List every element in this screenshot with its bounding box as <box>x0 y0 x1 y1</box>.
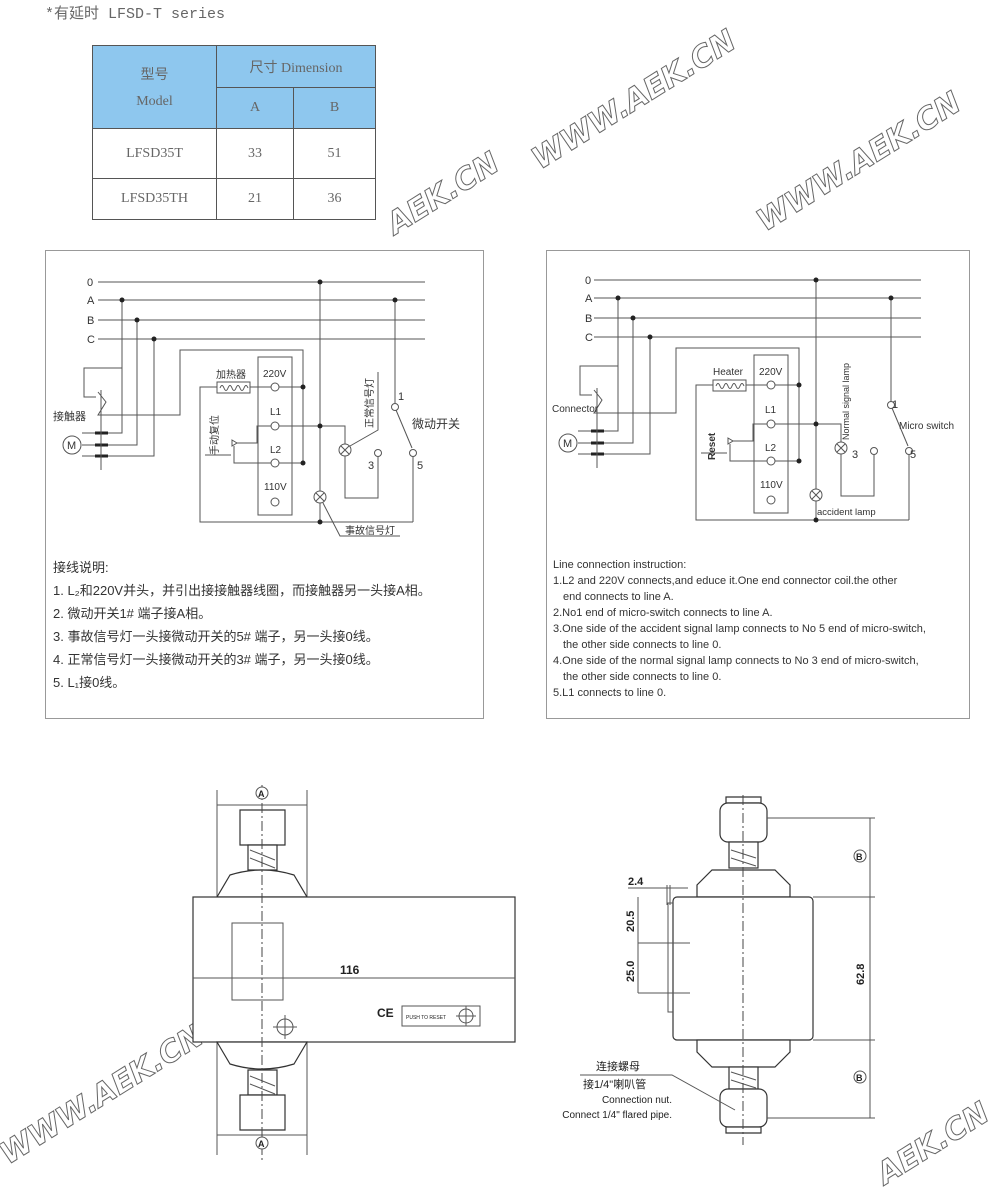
instruction-item: 3. 事故信号灯一头接微动开关的5# 端子，另一头接0线。 <box>53 629 379 644</box>
wiring-panel-chinese <box>45 250 484 719</box>
cell-b: 36 <box>293 178 376 220</box>
cell-a: 33 <box>216 128 294 179</box>
nut-label-en: Connection nut. <box>602 1095 672 1106</box>
motor-label: M <box>563 438 572 450</box>
side-view-drawing: B B 62.8 2.4 20.5 25.0 连接螺母 接1/4"喇叭管 Con… <box>562 795 875 1145</box>
bus-a-label: A <box>585 293 593 305</box>
watermark: WWW.AEK.CN <box>526 23 743 176</box>
pipe-label-en: Connect 1/4" flared pipe. <box>562 1110 672 1121</box>
bus-0-label: 0 <box>585 275 591 287</box>
dim-a-top: A <box>258 789 265 799</box>
terminal-1-label: 1 <box>398 391 404 403</box>
bus-c-label: C <box>585 332 593 344</box>
motor-label: M <box>67 440 76 452</box>
110v-label: 110V <box>760 480 783 491</box>
header-model-zh: 型号 <box>140 68 169 83</box>
l2-label: L2 <box>270 445 282 456</box>
bus-0-label: 0 <box>87 277 93 289</box>
dim-2-4: 2.4 <box>628 876 644 888</box>
instruction-item: 3.One side of the accident signal lamp c… <box>553 623 926 635</box>
front-view-drawing: 116 CE PUSH TO RESET A A <box>192 785 516 1160</box>
bus-c-label: C <box>87 334 95 346</box>
instructions-title: Line connection instruction: <box>553 559 687 571</box>
reset-label: Reset <box>707 432 718 460</box>
heater-label: Heater <box>713 367 744 378</box>
ce-mark: CE <box>377 1006 394 1020</box>
header-b: B <box>293 87 376 129</box>
accident-lamp-label: accident lamp <box>817 507 876 518</box>
wiring-panel-english <box>546 250 970 719</box>
circuit-labels-english: 0 A B C M Connector Heater 220V L1 L2 11… <box>552 275 954 518</box>
watermark: WWW.AEK.CN <box>751 85 968 238</box>
bus-b-label: B <box>585 313 592 325</box>
dim-20-5: 20.5 <box>625 911 637 932</box>
watermark: WWW.AEK.CN <box>0 1018 210 1171</box>
terminal-5-label: 5 <box>910 449 916 461</box>
wiring-diagram-english <box>557 276 923 524</box>
220v-label: 220V <box>759 367 783 378</box>
instructions-english: Line connection instruction: 1.L2 and 22… <box>553 557 926 701</box>
normal-lamp-label: Normal signal lamp <box>841 363 851 440</box>
110v-label: 110V <box>264 482 287 493</box>
header-dimension: 尺寸 Dimension <box>216 45 376 88</box>
reset-button-label: PUSH TO RESET <box>406 1015 446 1021</box>
cell-model: LFSD35TH <box>92 178 217 220</box>
micro-switch-label: 微动开关 <box>412 417 460 431</box>
heater-label: 加热器 <box>216 368 246 381</box>
circuit-labels-chinese: 0 A B C M 接触器 加热器 220V L1 L2 110V 手动复位 正… <box>53 277 460 537</box>
instruction-item: end connects to line A. <box>563 591 674 603</box>
reset-label: 手动复位 <box>208 415 221 455</box>
l1-label: L1 <box>765 405 777 416</box>
table-row: LFSD35TH 21 36 <box>92 178 376 220</box>
dim-a-bottom: A <box>258 1139 265 1149</box>
terminal-5-label: 5 <box>417 460 423 472</box>
dimension-table: 型号 Model 尺寸 Dimension A B LFSD35T 33 51 … <box>92 45 376 220</box>
instruction-item: 1. L₂和220V并头，并引出接接触器线圈，而接触器另一头接A相。 <box>53 583 431 598</box>
contactor-label: 接触器 <box>53 409 86 423</box>
instruction-item: 5.L1 connects to line 0. <box>553 687 667 699</box>
normal-lamp-label: 正常信号灯 <box>363 378 376 428</box>
dim-25-0: 25.0 <box>625 961 637 982</box>
watermark: AEK.CN <box>379 146 506 243</box>
instruction-item: 4.One side of the normal signal lamp con… <box>553 655 919 667</box>
accident-lamp-label: 事故信号灯 <box>345 524 395 537</box>
terminal-1-label: 1 <box>892 399 898 411</box>
header-model-en: Model <box>136 94 173 109</box>
nut-label-zh: 连接螺母 <box>596 1060 640 1073</box>
l2-label: L2 <box>765 443 777 454</box>
instructions-title: 接线说明: <box>53 560 109 575</box>
instruction-item: 1.L2 and 220V connects,and educe it.One … <box>553 575 898 587</box>
instruction-item: 2. 微动开关1# 端子接A相。 <box>53 606 212 621</box>
terminal-3-label: 3 <box>368 460 374 472</box>
contactor-label: Connector <box>552 404 599 415</box>
instruction-item: 5. L₁接0线。 <box>53 675 126 690</box>
cell-model: LFSD35T <box>92 128 217 179</box>
header-a: A <box>216 87 294 129</box>
dim-b-top: B <box>856 852 863 862</box>
bus-b-label: B <box>87 315 94 327</box>
terminal-3-label: 3 <box>852 449 858 461</box>
series-title: *有延时 LFSD-T series <box>45 6 226 23</box>
220v-label: 220V <box>263 369 287 380</box>
instruction-item: 4. 正常信号灯一头接微动开关的3# 端子，另一头接0线。 <box>53 652 379 667</box>
bus-a-label: A <box>87 295 95 307</box>
instruction-item: the other side connects to line 0. <box>563 671 722 683</box>
l1-label: L1 <box>270 407 282 418</box>
table-row: LFSD35T 33 51 <box>92 128 376 179</box>
instruction-item: 2.No1 end of micro-switch connects to li… <box>553 607 773 619</box>
instruction-item: the other side connects to line 0. <box>563 639 722 651</box>
dim-b-bottom: B <box>856 1073 863 1083</box>
pipe-label-zh: 接1/4"喇叭管 <box>583 1077 646 1091</box>
instructions-chinese: 接线说明: 1. L₂和220V并头，并引出接接触器线圈，而接触器另一头接A相。… <box>53 556 431 694</box>
micro-switch-label: Micro switch <box>899 421 954 432</box>
height-dimension: 62.8 <box>855 964 867 985</box>
width-dimension: 116 <box>340 963 360 977</box>
watermark: AEK.CN <box>869 1096 996 1193</box>
